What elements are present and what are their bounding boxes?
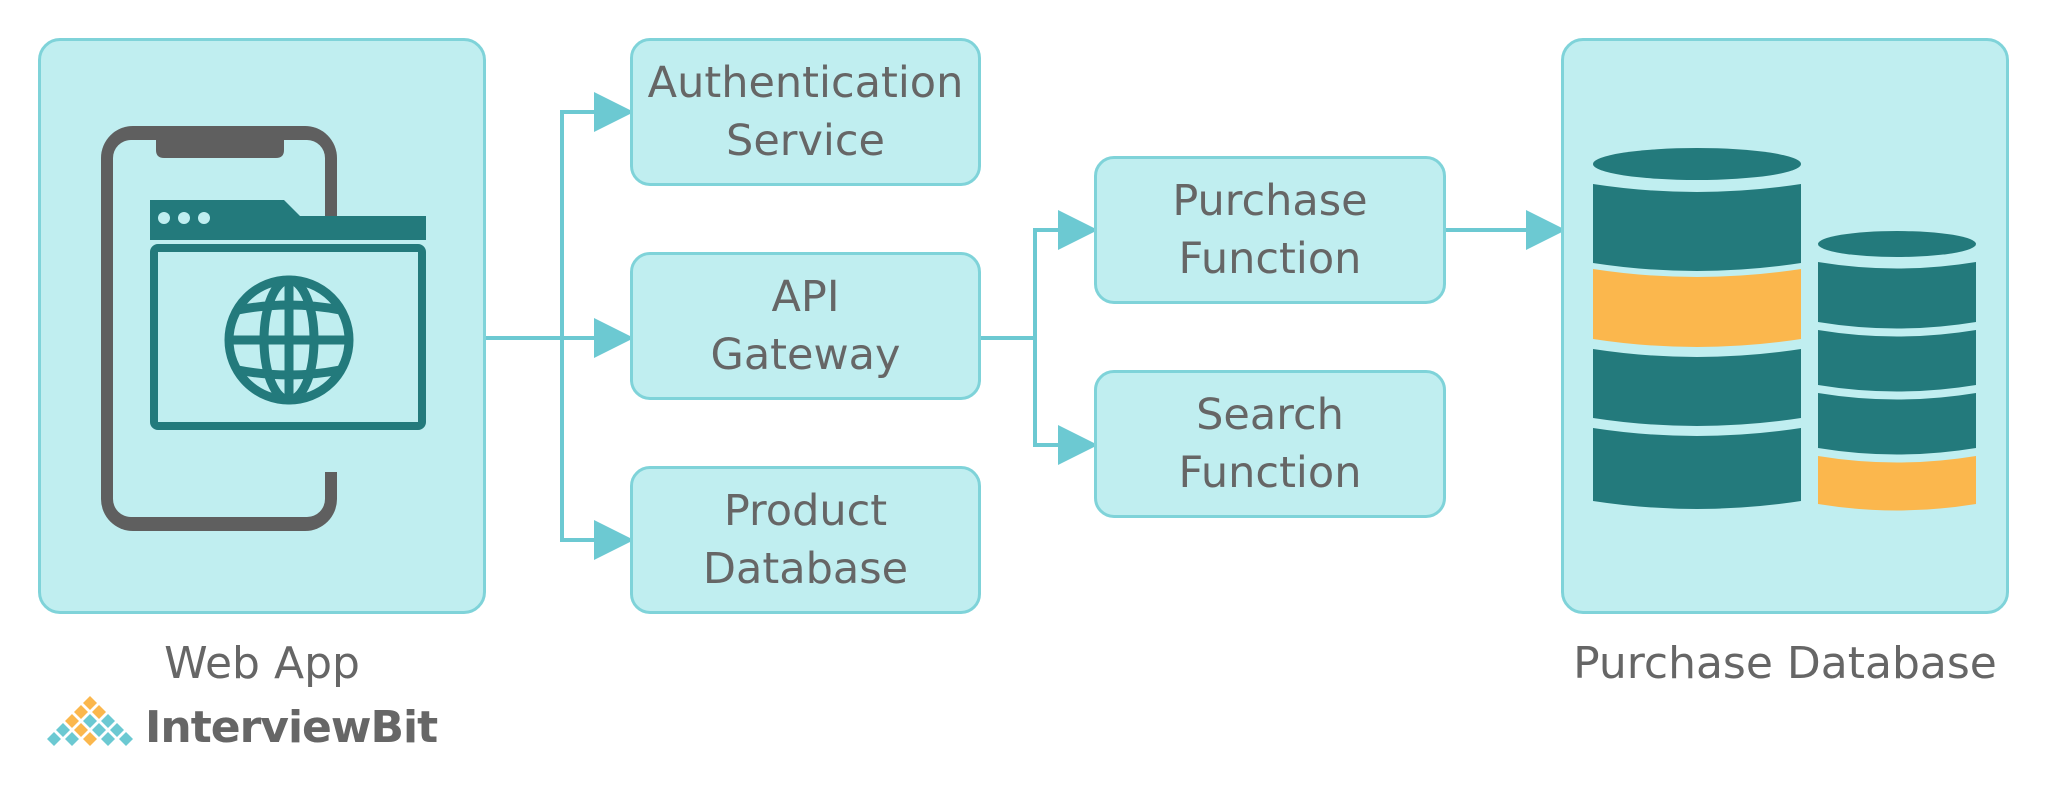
product-database-line2: Database xyxy=(702,544,909,594)
arrow-webapp-to-product xyxy=(560,338,634,560)
purchase-database-caption: Purchase Database xyxy=(1573,638,1997,689)
small-database-cylinder xyxy=(1818,231,1976,511)
arrow-api-to-search xyxy=(1033,338,1098,465)
arrow-webapp-to-auth xyxy=(486,92,634,340)
product-database-box: Product Database xyxy=(630,466,981,614)
web-app-panel xyxy=(38,38,486,614)
web-app-caption: Web App xyxy=(164,638,360,689)
search-function-line1: Search xyxy=(1196,390,1344,440)
api-gateway-box: API Gateway xyxy=(630,252,981,400)
phone-browser-globe-icon xyxy=(101,126,430,531)
interviewbit-logo-text: InterviewBit xyxy=(145,702,438,753)
authentication-service-label: Authentication Service xyxy=(648,54,964,170)
purchase-function-line2: Function xyxy=(1178,234,1362,284)
arrow-api-to-purchase xyxy=(981,210,1098,340)
authentication-service-line2: Service xyxy=(726,116,885,166)
api-gateway-line1: API xyxy=(771,272,840,322)
authentication-service-line1: Authentication xyxy=(647,58,964,108)
search-function-line2: Function xyxy=(1178,448,1362,498)
purchase-function-label: Purchase Function xyxy=(1172,172,1367,288)
purchase-database-panel xyxy=(1561,38,2009,614)
authentication-service-box: Authentication Service xyxy=(630,38,981,186)
search-function-box: Search Function xyxy=(1094,370,1446,518)
purchase-function-box: Purchase Function xyxy=(1094,156,1446,304)
database-stack-icon xyxy=(1593,148,1976,511)
api-gateway-label: API Gateway xyxy=(711,268,901,384)
interviewbit-logo-icon xyxy=(47,696,133,746)
api-gateway-line2: Gateway xyxy=(710,330,901,380)
product-database-label: Product Database xyxy=(703,482,908,598)
purchase-function-line1: Purchase xyxy=(1172,176,1368,226)
large-database-cylinder xyxy=(1593,148,1801,509)
search-function-label: Search Function xyxy=(1179,386,1362,502)
product-database-line1: Product xyxy=(723,486,888,536)
